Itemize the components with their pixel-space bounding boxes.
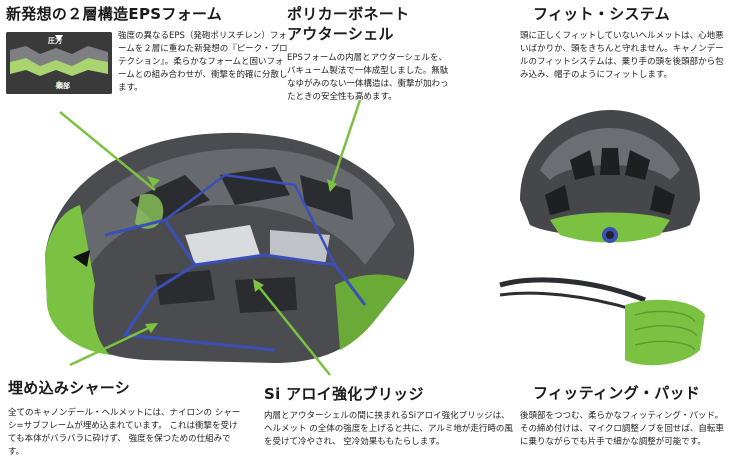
fitting-pad-illustration	[499, 277, 705, 366]
fitting-pad-title: フィッティング・パッド	[533, 384, 701, 402]
chassis-description: 全てのキャノンデール・ヘルメットには、ナイロンの シャーシ=サブフレームが埋め込…	[8, 408, 241, 457]
eps-foam-diagram	[6, 32, 112, 94]
helmet-rear-illustration	[520, 110, 700, 243]
shell-title-line2: アウターシェル	[287, 25, 394, 43]
eps-foam-inset: 圧力 頭部	[6, 32, 112, 94]
si-bridge-title: Si アロイ強化ブリッジ	[264, 385, 424, 403]
fit-system-description: 頭に正しくフィットしていないヘルメットは、心地悪いばかりか、頭をきちんと守れませ…	[520, 31, 724, 80]
fit-system-title: フィット・システム	[533, 5, 670, 23]
head-label: 頭部	[56, 82, 70, 90]
chassis-title: 埋め込みシャーシ	[8, 379, 131, 397]
fitting-pad-description: 後頭部をつつむ、柔らかなフィッティング・パッド。その締め付けは、マイクロ調整ノブ…	[520, 411, 724, 447]
eps-description: 強度の異なるEPS（発砲ポリスチレン）フォームを２層に重ねた新発想の『ピーク・プ…	[118, 31, 288, 93]
shell-title-line1: ポリカーボネート	[287, 5, 410, 23]
si-bridge-description: 内層とアウターシェルの間に挟まれるSiアロイ強化ブリッジは、ヘルメット の全体の…	[264, 411, 513, 447]
pressure-label: 圧力	[48, 37, 62, 45]
eps-title: 新発想の２層構造EPSフォーム	[6, 5, 223, 23]
shell-description: EPSフォームの内層とアウターシェルを、バキューム製法で一体成型しました。無駄な…	[287, 53, 449, 102]
